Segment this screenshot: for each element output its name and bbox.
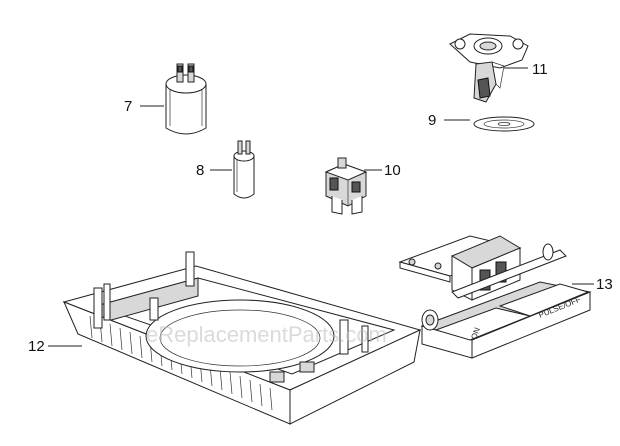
part-11-coupling-bracket[interactable] [449, 33, 529, 103]
part-9-number: 9 [428, 112, 436, 129]
part-7-number: 7 [124, 98, 132, 115]
part-9-gasket[interactable] [473, 116, 535, 132]
part-8-number: 8 [196, 162, 204, 179]
part-10-relay[interactable] [324, 157, 368, 215]
part-13-number: 13 [596, 276, 613, 293]
on-button-label: ON [469, 326, 482, 341]
part-7-capacitor[interactable] [165, 63, 207, 135]
part-11-number: 11 [532, 61, 548, 78]
watermark-text: eReplacementParts.com [146, 322, 387, 347]
part-13-switch-assembly[interactable]: ON PULSE/OFF [398, 235, 592, 359]
part-10-number: 10 [384, 162, 401, 179]
part-8-capacitor[interactable] [233, 140, 255, 199]
part-12-base-housing[interactable] [62, 251, 422, 425]
part-12-number: 12 [28, 338, 45, 355]
